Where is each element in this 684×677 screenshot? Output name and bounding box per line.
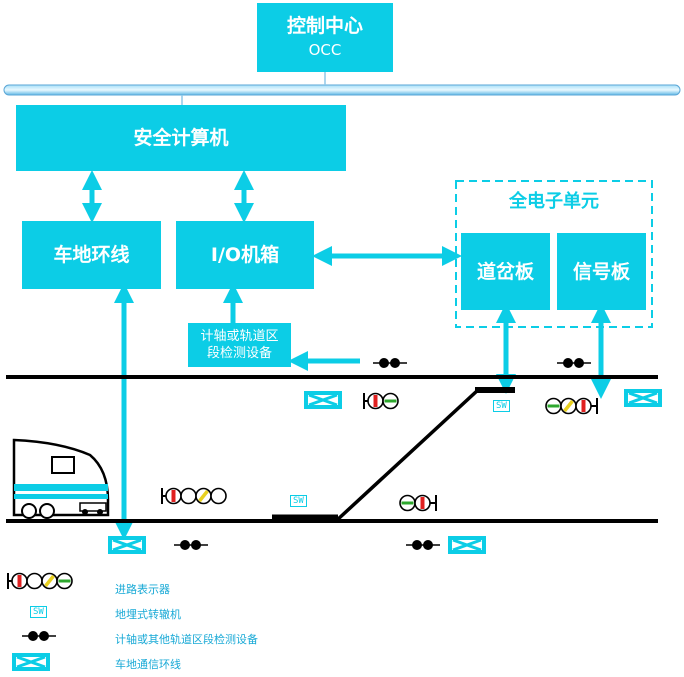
route-indicator-icon xyxy=(7,572,73,590)
switch-board-label: 道岔板 xyxy=(476,260,534,283)
axle-counter-box[interactable]: 计轴或轨道区 段检测设备 xyxy=(188,323,291,367)
axle-counter-icon xyxy=(22,631,56,641)
electronic-unit-title: 全电子单元 xyxy=(509,191,599,212)
loop-antenna-icon xyxy=(304,391,342,409)
legend-text-route: 进路表示器 xyxy=(115,583,170,596)
io-box[interactable]: I/O机箱 xyxy=(176,221,314,289)
safety-computer-box[interactable]: 安全计算机 xyxy=(16,105,346,171)
io-box-label: I/O机箱 xyxy=(210,244,280,266)
axle-counter-line1: 计轴或轨道区 xyxy=(200,329,279,344)
route-indicator-icon xyxy=(363,392,399,410)
network-bus xyxy=(3,84,681,96)
route-indicator-icon xyxy=(161,487,227,505)
switch-board-box[interactable]: 道岔板 xyxy=(461,233,550,310)
axle-counter-icon xyxy=(557,358,591,368)
axle-counter-line2: 段检测设备 xyxy=(206,346,272,361)
train-icon xyxy=(12,438,110,519)
route-indicator-icon xyxy=(399,494,437,512)
axle-counter-icon xyxy=(373,358,407,368)
signal-board-label: 信号板 xyxy=(572,260,630,283)
legend-sw-icon: SW xyxy=(30,606,47,618)
legend-text-loop: 车地通信环线 xyxy=(115,658,181,671)
loop-antenna-icon xyxy=(12,653,50,671)
occ-subtitle: OCC xyxy=(308,41,342,59)
loop-antenna-icon xyxy=(108,536,146,554)
occ-box[interactable]: 控制中心 OCC xyxy=(257,3,393,72)
loop-antenna-icon xyxy=(448,536,486,554)
sw-label-upper: SW xyxy=(493,400,510,412)
signal-board-box[interactable]: 信号板 xyxy=(557,233,646,310)
ground-loop-label: 车地环线 xyxy=(53,244,130,266)
loop-antenna-icon xyxy=(624,389,662,407)
axle-counter-icon xyxy=(406,540,440,550)
ground-loop-box[interactable]: 车地环线 xyxy=(22,221,161,289)
route-indicator-icon xyxy=(545,397,598,415)
legend-text-axle: 计轴或其他轨道区段检测设备 xyxy=(115,633,258,646)
sw-label-lower: SW xyxy=(290,495,307,507)
legend-text-switch: 地埋式转辙机 xyxy=(115,608,181,621)
safety-computer-label: 安全计算机 xyxy=(133,127,229,149)
axle-counter-icon xyxy=(174,540,208,550)
occ-title: 控制中心 xyxy=(286,15,363,37)
